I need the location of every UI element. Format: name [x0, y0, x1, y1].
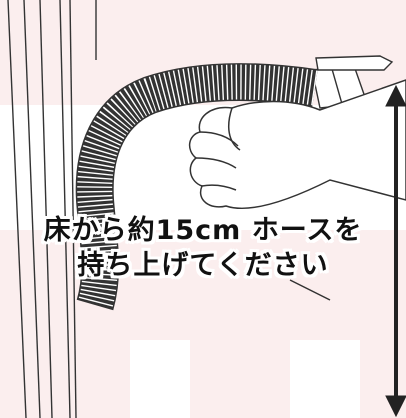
height-arrow-icon — [385, 84, 406, 418]
instruction-line-2: 持ち上げてください — [77, 250, 329, 281]
wall-lines — [7, 0, 97, 418]
hose-nozzle — [311, 55, 394, 109]
hand-and-arm — [188, 79, 406, 301]
instruction-line-1: 床から約15cm ホースを — [43, 215, 363, 246]
corrugated-hose — [75, 63, 318, 311]
